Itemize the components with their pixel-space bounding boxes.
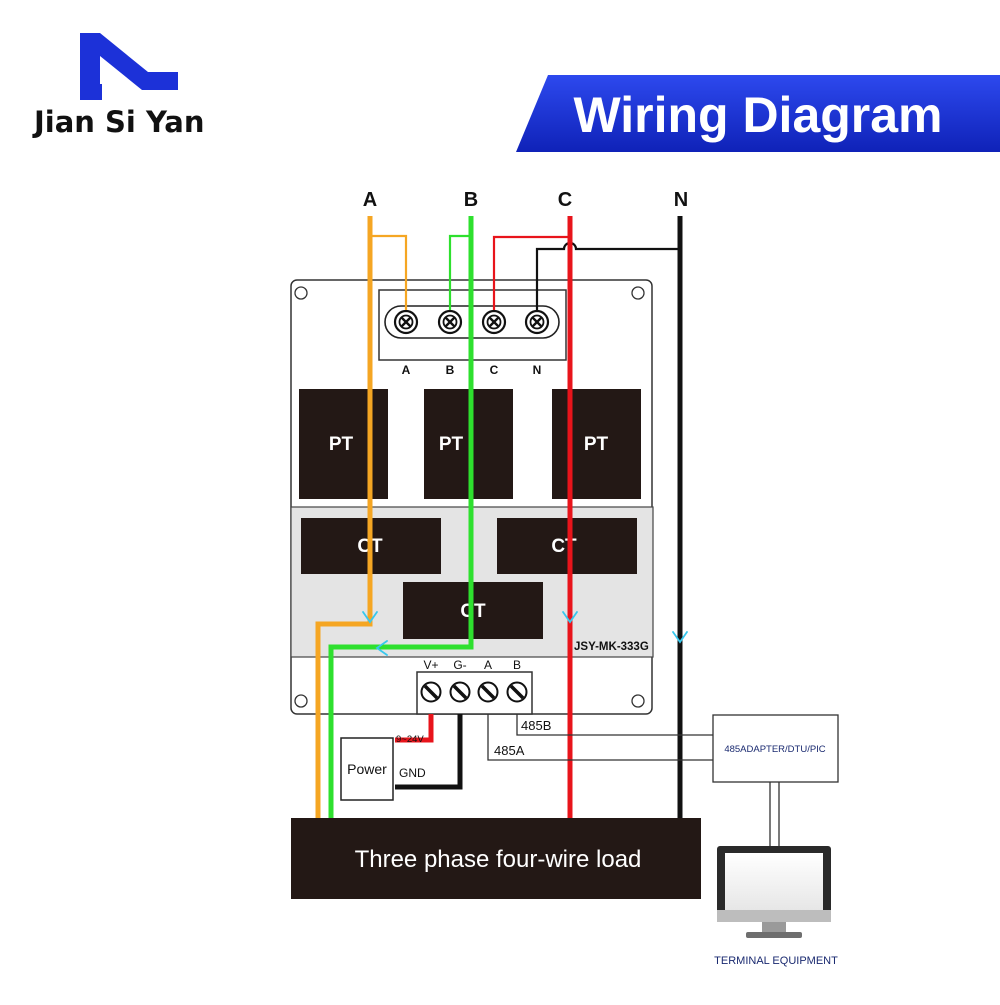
terminal-screw-485b [505, 680, 529, 704]
power-gnd-label: GND [399, 766, 426, 780]
power-supply: Power [340, 737, 394, 801]
logo-mark-icon [80, 33, 178, 100]
rs485-wires [487, 714, 713, 761]
header-banner: Wiring Diagram [516, 75, 1000, 152]
power-wires [395, 714, 463, 790]
load-box: Three phase four-wire load [291, 818, 701, 899]
phase-label-a: A [363, 189, 377, 211]
brand-logo: Jian Si Yan [32, 33, 205, 139]
terminal-top-label-c: C [490, 363, 499, 377]
current-direction-arrows [362, 611, 688, 656]
mount-hole-icon [294, 694, 308, 708]
terminal-screw-a [393, 309, 419, 335]
terminal-bottom-label-gminus: G- [453, 658, 466, 672]
power-voltage-label: 9~24V [396, 734, 424, 745]
module-board: A B C N PT PT PT CT CT CT JSY-MK- [290, 279, 654, 715]
mount-hole-icon [631, 286, 645, 300]
adapter-label: 485ADAPTER/DTU/PIC [724, 744, 825, 755]
terminal-bottom-label-a: A [484, 658, 492, 672]
arrow-down-icon [672, 631, 688, 644]
logo-mark-block-icon [80, 84, 102, 100]
terminal-screw-b [437, 309, 463, 335]
pt-block: PT [552, 389, 641, 499]
terminal-screw-gminus [448, 680, 472, 704]
arrow-down-icon [362, 611, 378, 624]
brand-name: Jian Si Yan [32, 105, 205, 139]
terminal-screw-485a [476, 680, 500, 704]
pt-label: PT [584, 434, 609, 455]
mount-hole-icon [631, 694, 645, 708]
arrow-left-icon [375, 640, 388, 656]
terminal-top-label-b: B [446, 363, 455, 377]
wire-phase-a [315, 216, 408, 820]
ct-label: CT [551, 536, 577, 557]
wire-phase-c [492, 216, 573, 820]
rs485-b-label: 485B [521, 718, 551, 733]
wire-phase-b [328, 216, 474, 820]
terminal-equipment-label: TERMINAL EQUIPMENT [714, 955, 838, 967]
terminal-screw-n [524, 309, 550, 335]
load-label: Three phase four-wire load [355, 846, 642, 873]
monitor-icon [717, 846, 831, 938]
terminal-top-label-a: A [402, 363, 411, 377]
arrow-down-icon [562, 611, 578, 624]
rs485-a-label: 485A [494, 743, 525, 758]
terminal-top-label-n: N [533, 363, 542, 377]
phase-label-n: N [674, 189, 688, 211]
phase-label-c: C [558, 189, 572, 211]
phase-label-b: B [464, 189, 478, 211]
power-label: Power [347, 761, 387, 777]
adapter-to-terminal-wire [769, 782, 780, 846]
terminal-bottom-label-b: B [513, 658, 521, 672]
terminal-bottom-label-vplus: V+ [423, 658, 438, 672]
model-label: JSY-MK-333G [574, 641, 649, 653]
pt-block: PT [299, 389, 388, 499]
terminal-screw-vplus [419, 680, 443, 704]
pt-label: PT [329, 434, 354, 455]
page-title: Wiring Diagram [573, 87, 942, 143]
adapter-box: 485ADAPTER/DTU/PIC [712, 714, 839, 783]
terminal-block-bottom [416, 671, 533, 715]
pt-label: PT [439, 434, 464, 455]
terminal-screw-c [481, 309, 507, 335]
mount-hole-icon [294, 286, 308, 300]
ct-block: CT [497, 518, 637, 574]
